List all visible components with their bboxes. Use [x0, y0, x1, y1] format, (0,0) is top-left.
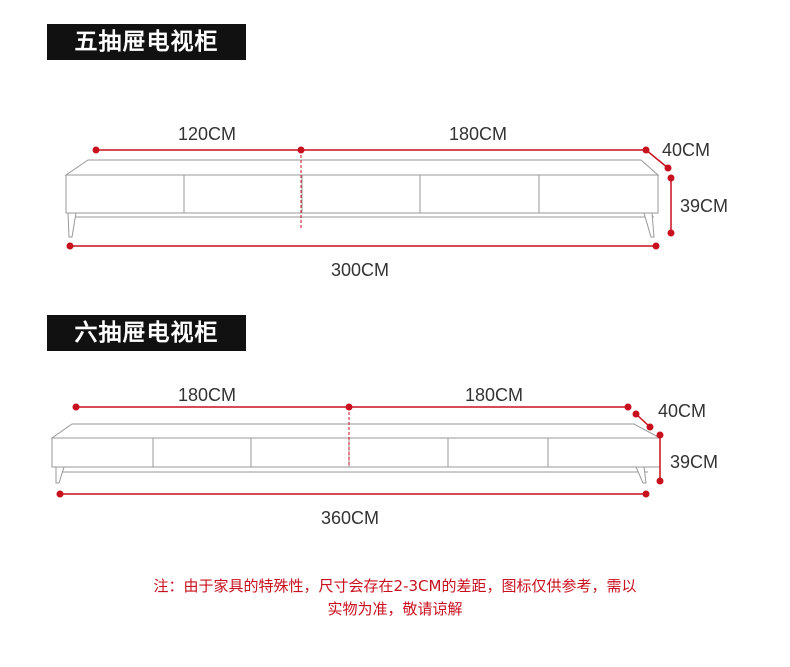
cabinet-top	[64, 159, 660, 176]
right-width-label: 180CM	[465, 385, 523, 405]
cabinet-leg	[55, 466, 65, 484]
disclaimer-note: 注：由于家具的特殊性，尺寸会存在2-3CM的差距，图标仅供参考，需以 实物为准，…	[0, 575, 790, 621]
six-drawer-cabinet	[50, 423, 661, 484]
section-title-five-drawer: 五抽屉电视柜	[47, 24, 246, 60]
disclaimer-line-2: 实物为准，敬请谅解	[327, 600, 463, 618]
six-drawer-dimensions: 180CM 180CM 40CM 39CM 360CM	[56, 385, 718, 528]
five-drawer-dimensions: 120CM 180CM 40CM 39CM 300CM	[66, 124, 728, 280]
left-width-label: 120CM	[178, 124, 236, 144]
height-label: 39CM	[680, 196, 728, 216]
cabinet-leg	[67, 212, 77, 238]
five-drawer-cabinet	[64, 159, 660, 238]
disclaimer-line-1: 注：由于家具的特殊性，尺寸会存在2-3CM的差距，图标仅供参考，需以	[153, 577, 637, 595]
right-width-label: 180CM	[449, 124, 507, 144]
depth-label: 40CM	[662, 140, 710, 160]
cabinet-body	[51, 437, 661, 468]
cabinet-leg	[635, 466, 647, 484]
left-width-label: 180CM	[178, 385, 236, 405]
depth-label: 40CM	[658, 401, 706, 421]
cabinet-top	[50, 423, 661, 439]
section-title-six-drawer: 六抽屉电视柜	[47, 315, 246, 351]
cabinet-body	[65, 174, 659, 214]
height-label: 39CM	[670, 452, 718, 472]
total-width-label: 360CM	[321, 508, 379, 528]
total-width-label: 300CM	[331, 260, 389, 280]
cabinet-leg	[643, 212, 655, 238]
